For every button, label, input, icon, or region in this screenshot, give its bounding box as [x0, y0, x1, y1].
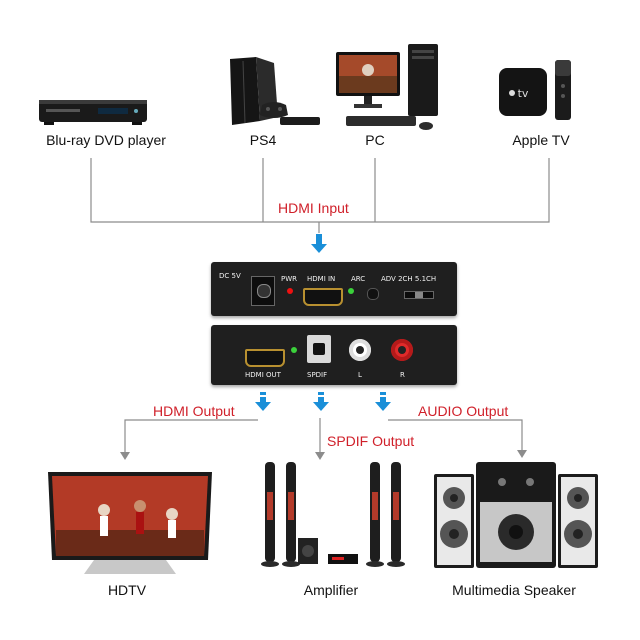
sink-label-amplifier: Amplifier	[303, 582, 359, 598]
spdif-label: SPDIF	[307, 371, 328, 379]
blue-arrows	[255, 234, 391, 411]
rca-left-label: L	[358, 371, 362, 379]
source-label-ps4: PS4	[249, 132, 277, 148]
mode-switch	[404, 291, 434, 299]
arc-led	[348, 288, 354, 294]
rca-left-port	[349, 339, 371, 361]
mode-label: ADV 2CH 5.1CH	[381, 275, 437, 283]
pwr-label: PWR	[281, 275, 298, 283]
arc-button	[367, 288, 379, 300]
home-theater-amplifier-icon	[261, 462, 405, 567]
bluray-player-icon	[39, 100, 147, 125]
spdif-output-label: SPDIF Output	[327, 433, 415, 449]
hdmi-output-label: HDMI Output	[153, 403, 235, 419]
rca-right-port	[391, 339, 413, 361]
sink-label-hdtv: HDTV	[107, 582, 147, 598]
spdif-port	[307, 335, 331, 363]
source-label-apple-tv: Apple TV	[512, 132, 570, 148]
source-label-pc: PC	[365, 132, 385, 148]
apple-tv-icon: tv	[499, 60, 571, 120]
desktop-pc-icon	[336, 44, 438, 130]
source-label-bluray: Blu-ray DVD player	[46, 132, 166, 148]
dc-5v-label: DC 5V	[219, 272, 241, 280]
power-led	[287, 288, 293, 294]
hdmi-out-label: HDMI OUT	[245, 371, 281, 379]
audio-output-label: AUDIO Output	[418, 403, 509, 419]
hdmi-input-label: HDMI Input	[278, 200, 349, 216]
multimedia-speaker-icon	[434, 462, 598, 568]
hdmi-out-port	[245, 349, 285, 367]
arc-label: ARC	[351, 275, 366, 283]
hdmi-out-led	[291, 347, 297, 353]
converter-bottom-panel: HDMI OUT SPDIF L R	[211, 325, 457, 385]
dc-power-port	[251, 276, 275, 306]
hdtv-icon	[48, 472, 212, 574]
ps4-console-icon	[230, 57, 320, 125]
svg-text:tv: tv	[518, 87, 529, 100]
hdmi-in-label: HDMI IN	[307, 275, 336, 283]
sink-label-multimedia-speaker: Multimedia Speaker	[452, 582, 576, 598]
hdmi-in-port	[303, 288, 343, 306]
converter-top-panel: DC 5V PWR HDMI IN ARC ADV 2CH 5.1CH	[211, 262, 457, 316]
rca-right-label: R	[400, 371, 405, 379]
